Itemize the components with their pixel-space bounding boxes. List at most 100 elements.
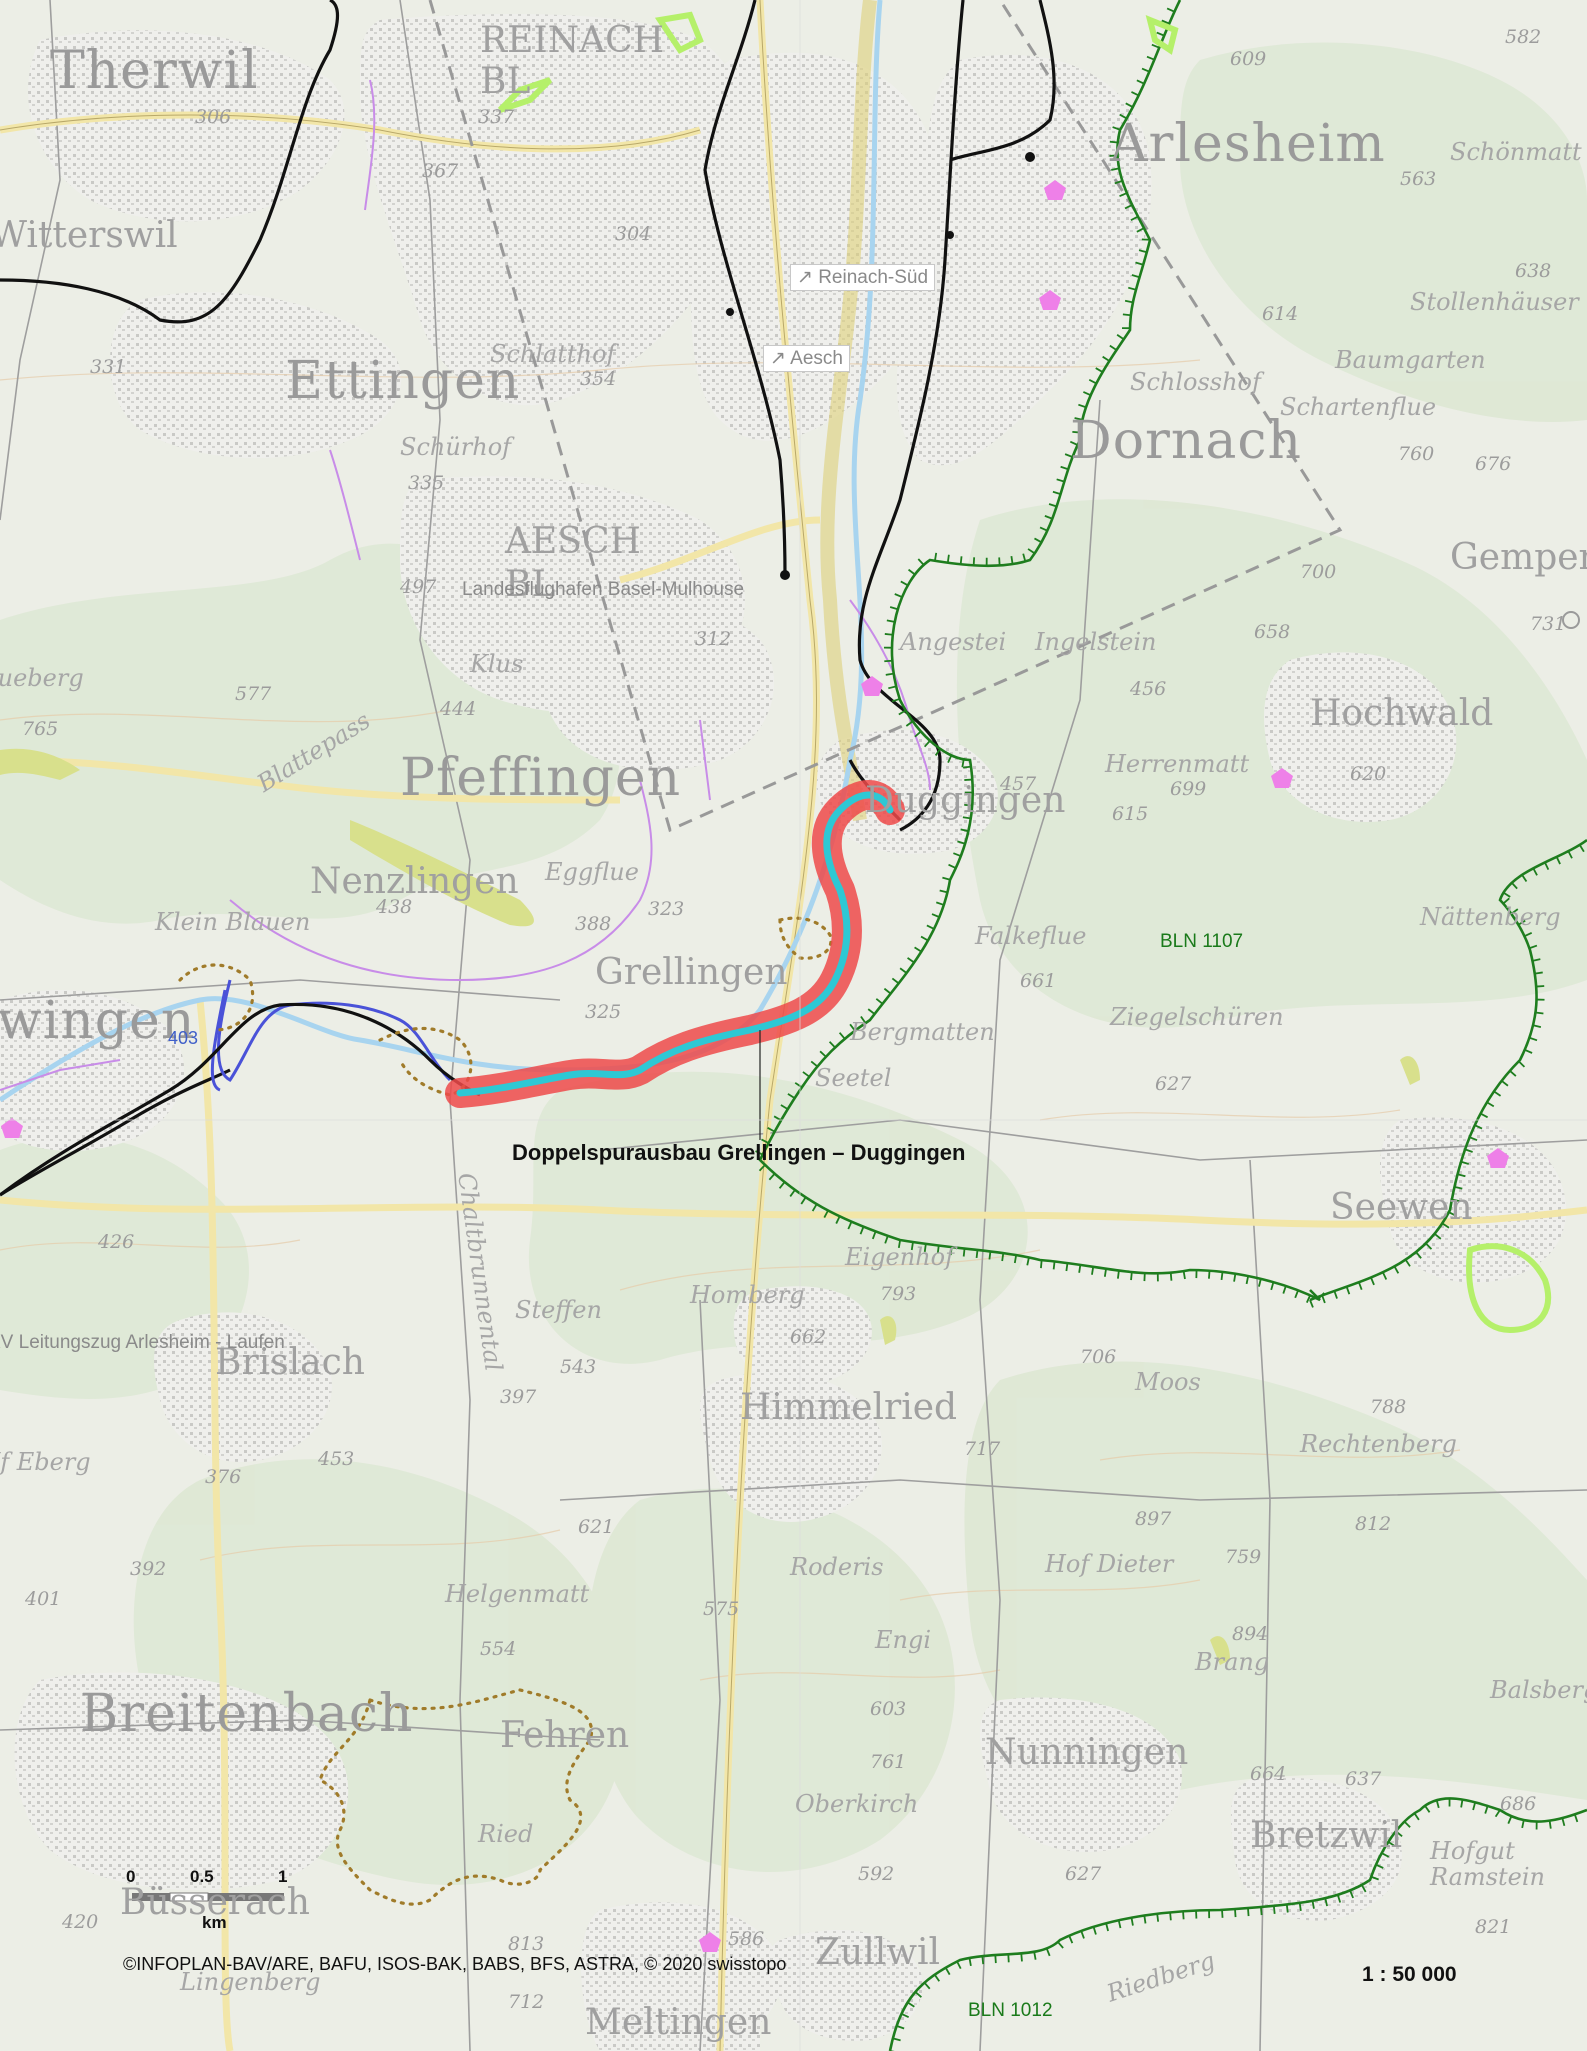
- elevation-label: 325: [585, 1001, 622, 1023]
- bln-tick: [896, 2025, 905, 2030]
- bln-tick: [1403, 1820, 1411, 1828]
- elevation-label: 897: [1135, 1508, 1172, 1530]
- bln-tick: [944, 1967, 951, 1976]
- place-bueberg: Bueberg: [0, 664, 84, 692]
- bln-tick: [1078, 403, 1087, 409]
- bln-tick: [1131, 274, 1140, 279]
- bln-tick: [988, 1251, 992, 1260]
- elevation-label: 765: [22, 718, 59, 740]
- place-breitenbach: Breitenbach: [80, 1684, 414, 1744]
- bln-tick: [1048, 503, 1057, 508]
- bln-tick: [835, 1215, 841, 1224]
- bln-tick: [758, 1164, 766, 1172]
- place-nattenberg: Nättenberg: [1420, 903, 1561, 931]
- elevation-label: 456: [1130, 678, 1167, 700]
- bln-tick: [1208, 1270, 1211, 1279]
- bln-tick: [875, 998, 884, 1005]
- bln-tick: [1404, 1259, 1411, 1267]
- elevation-label: 376: [205, 1466, 242, 1488]
- bln-tick: [794, 1082, 803, 1089]
- bln-tick: [936, 1245, 940, 1254]
- place-pfeffingen: Pfeffingen: [400, 748, 682, 808]
- place-bergmatten: Bergmatten: [850, 1018, 995, 1046]
- bln-tick: [935, 901, 945, 906]
- bln-tick: [1065, 1262, 1069, 1272]
- place-aesch: AESCH BL: [505, 521, 641, 606]
- place-schartenflue: Schartenflue: [1280, 393, 1437, 421]
- bln-tick: [1069, 440, 1078, 446]
- bln-tick: [1460, 1160, 1469, 1165]
- road-casings: [0, 0, 817, 2051]
- elevation-label: 788: [1370, 1396, 1407, 1418]
- bln-tick: [961, 759, 965, 768]
- vegetation-patches: [0, 748, 1420, 1665]
- bln-tick: [859, 1226, 865, 1235]
- scale-ratio: 1 : 50 000: [1362, 1963, 1457, 1986]
- bln-tick: [1573, 1814, 1579, 1823]
- bln-tick: [920, 935, 929, 942]
- bln-tick: [948, 863, 957, 869]
- bln-tick: [939, 889, 948, 894]
- contour-lines: [0, 359, 1461, 1681]
- bln-tick: [1143, 1915, 1147, 1924]
- bln-tick: [1524, 931, 1533, 938]
- bln-tick: [1349, 1890, 1354, 1899]
- bln-tick: [1109, 140, 1118, 144]
- bln-tick: [942, 876, 951, 881]
- bln-1107-label: BLN 1107: [1160, 931, 1244, 952]
- bln-tick: [894, 593, 903, 598]
- bln-tick: [755, 1150, 764, 1156]
- bln-tick: [1233, 1273, 1237, 1282]
- place-ziegelschuren: Ziegelschüren: [1110, 1003, 1284, 1031]
- bln-tick: [959, 556, 963, 565]
- map-credits: ©INFOPLAN-BAV/ARE, BAFU, ISOS-BAK, BABS,…: [123, 1954, 787, 1974]
- elevation-label: 821: [1475, 1916, 1512, 1938]
- bln-tick: [934, 552, 938, 561]
- elevation-label: 388: [575, 913, 612, 935]
- bln-tick: [1136, 227, 1145, 233]
- bln-tick: [1064, 453, 1073, 458]
- bln-tick: [778, 1181, 786, 1189]
- bln-tick: [891, 977, 900, 985]
- bln-tick: [1517, 919, 1526, 926]
- place-stollenhauser: Stollenhäuser: [1410, 288, 1579, 316]
- place-oberkirch: Oberkirch: [795, 1790, 919, 1818]
- elevation-label: 627: [1155, 1073, 1192, 1095]
- bln-tick: [1486, 1101, 1495, 1108]
- bln-tick: [1521, 1819, 1525, 1829]
- route-403-label: 403: [168, 1028, 199, 1048]
- bln-tick: [1441, 1222, 1450, 1229]
- elevation-label: 700: [1300, 561, 1337, 583]
- bln-tick: [1114, 180, 1123, 185]
- route-403-line-2: [210, 989, 227, 1092]
- place-nunningen: Nunningen: [985, 1732, 1189, 1773]
- bln-tick: [972, 557, 976, 566]
- bln-tick: [1052, 490, 1061, 495]
- elevation-label: 793: [880, 1283, 917, 1305]
- bln-tick: [1511, 882, 1518, 890]
- bln-tick: [923, 1243, 927, 1252]
- elevation-label: 894: [1232, 1623, 1269, 1645]
- elevation-label: 620: [1350, 763, 1387, 785]
- bln-tick: [964, 778, 973, 781]
- place-ettingen: Ettingen: [285, 351, 521, 411]
- elevation-label: 759: [1225, 1546, 1262, 1568]
- bln-tick: [1501, 1080, 1509, 1087]
- bln-tick: [1088, 378, 1097, 385]
- bln-tick: [1464, 1148, 1473, 1153]
- elevation-label: 637: [1345, 1768, 1382, 1790]
- bln-tick: [1057, 1941, 1064, 1949]
- elevation-label: 453: [318, 1448, 355, 1470]
- bln-tick: [899, 967, 908, 974]
- bln-tick: [1294, 1290, 1299, 1299]
- settlement-areas: [0, 14, 1567, 2051]
- elevation-label: 586: [728, 1928, 765, 1950]
- place-zwingen: Zwingen: [0, 991, 196, 1051]
- power-line-label: KV Leitungszug Arlesheim - Laufen: [0, 1332, 285, 1353]
- bln-tick: [1027, 548, 1036, 555]
- bln-tick: [1509, 1070, 1517, 1077]
- bln-tick: [1534, 971, 1543, 975]
- bln-tick: [1460, 1799, 1464, 1808]
- bln-tick: [1555, 856, 1561, 865]
